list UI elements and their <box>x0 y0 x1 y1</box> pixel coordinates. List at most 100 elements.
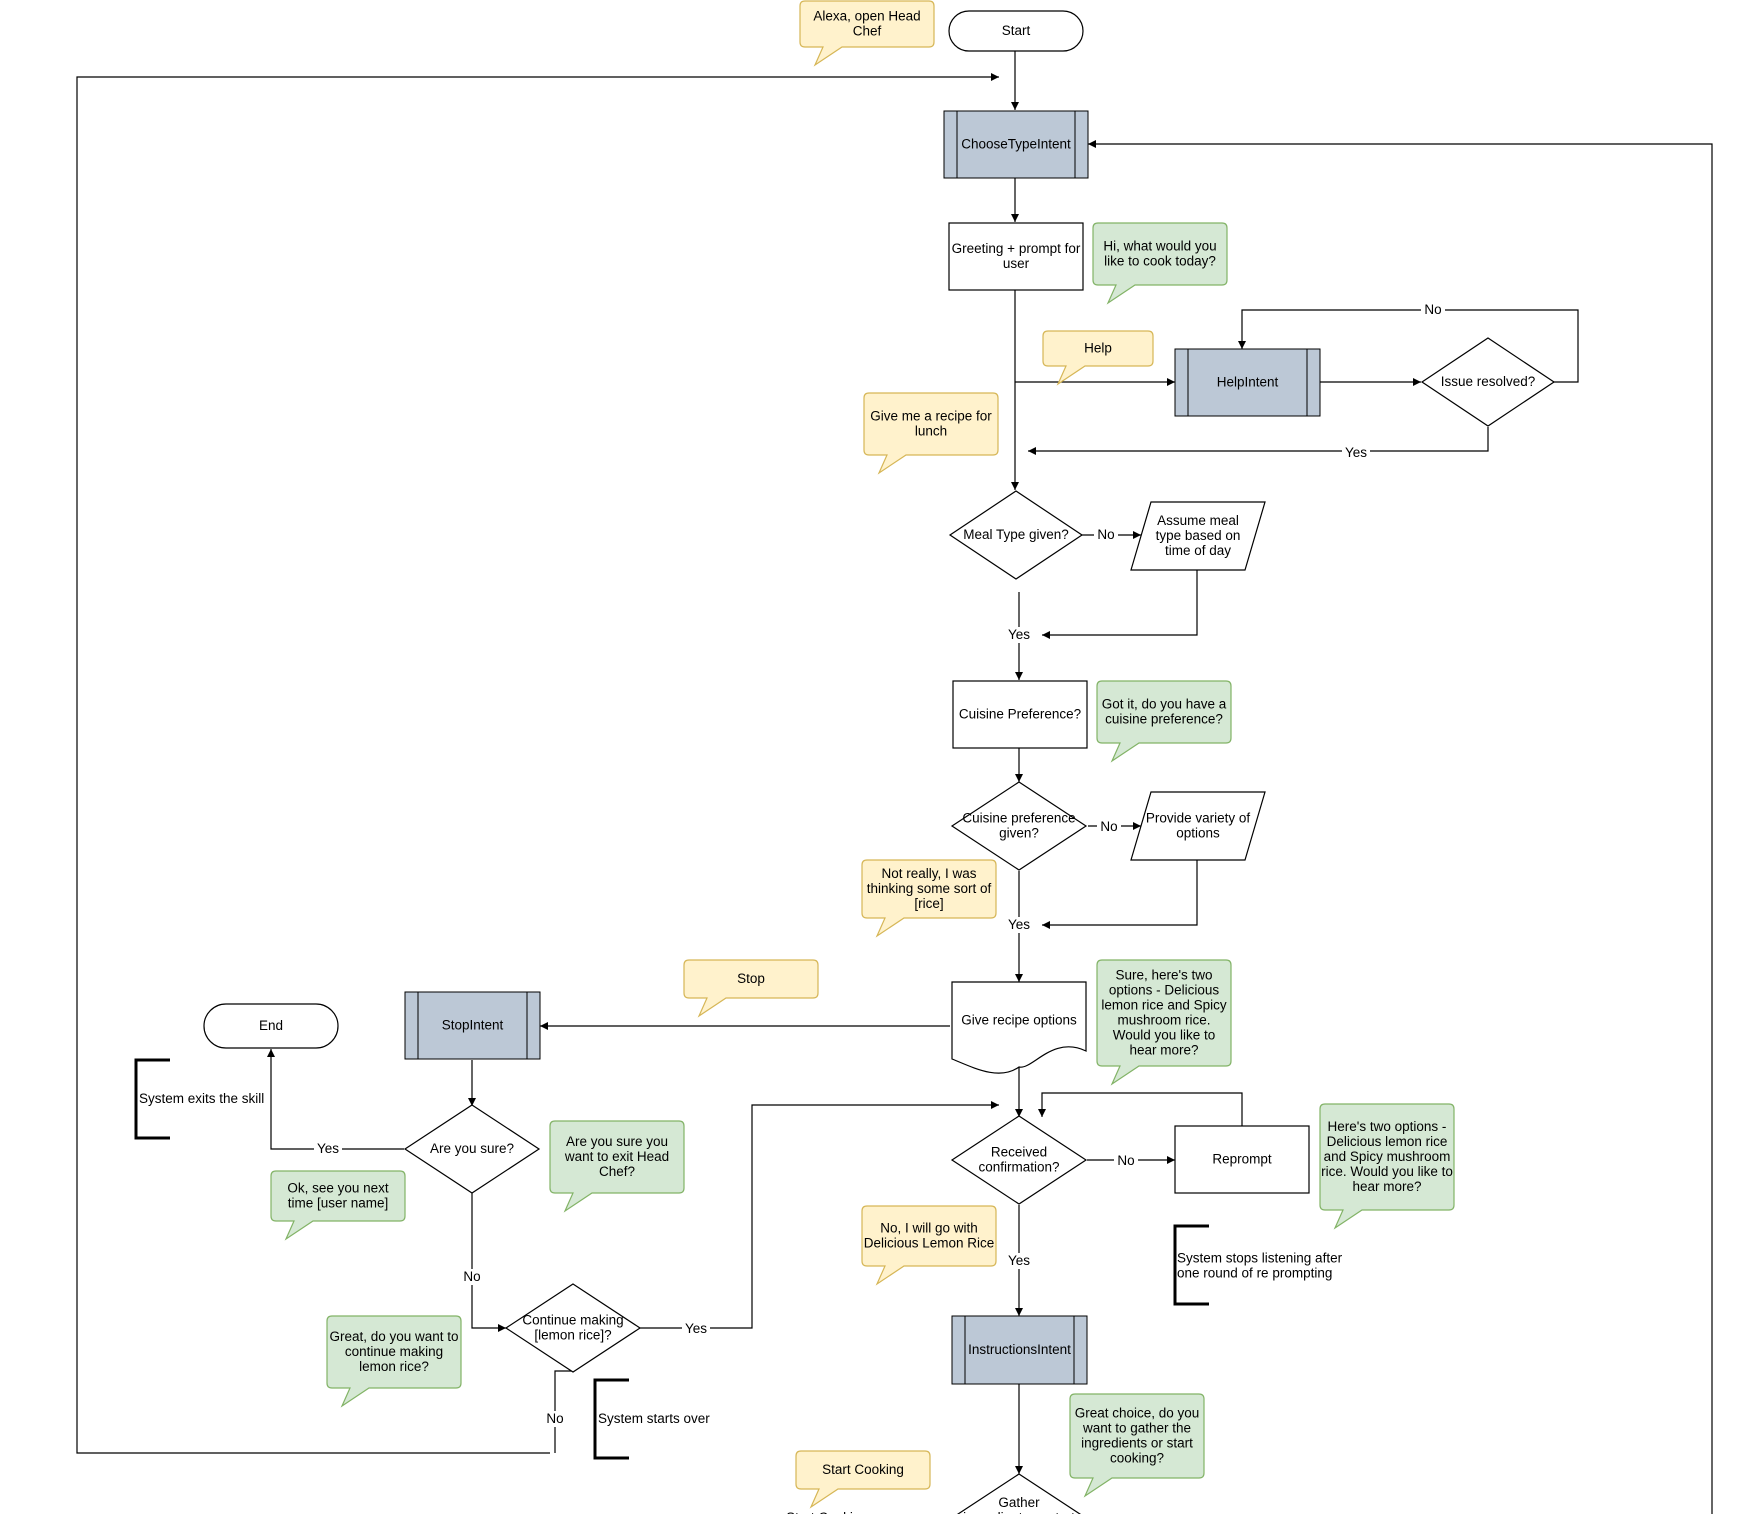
label-confirm-yes-text: Yes <box>1008 1253 1030 1268</box>
continue-making-decision: Continue making[lemon rice]? <box>504 1283 642 1373</box>
give-recipe-options-label: Give recipe options <box>961 1012 1077 1027</box>
bubble-reprompt-options-text: Here's two options -Delicious lemon rice… <box>1321 1119 1453 1194</box>
bubble-start-cooking: Start Cooking <box>795 1450 931 1509</box>
annotation-starts-over: System starts over <box>593 1378 710 1460</box>
give-recipe-options: Give recipe options <box>951 981 1087 1074</box>
label-gather-start-cooking: Start Cooking <box>786 1510 868 1514</box>
bubble-help: Help <box>1042 330 1154 386</box>
end-node: End <box>203 1003 339 1049</box>
edge-reprompt-back <box>1038 1092 1243 1126</box>
label-meal-no: No <box>1094 527 1118 543</box>
label-resolved-no: No <box>1421 302 1445 318</box>
instructions-intent: InstructionsIntent <box>951 1315 1088 1385</box>
label-cuisine-no: No <box>1097 819 1121 835</box>
are-you-sure-decision-label: Are you sure? <box>430 1141 514 1156</box>
edge-sure-yes <box>267 1049 404 1150</box>
bubble-reprompt-options: Here's two options -Delicious lemon rice… <box>1319 1103 1455 1230</box>
bubble-stop-text: Stop <box>737 971 765 986</box>
label-resolved-yes: Yes <box>1342 445 1370 461</box>
cuisine-preference-box-label: Cuisine Preference? <box>959 706 1081 721</box>
help-intent-label: HelpIntent <box>1217 374 1279 389</box>
issue-resolved-decision: Issue resolved? <box>1420 337 1556 427</box>
choose-type-intent: ChooseTypeIntent <box>943 110 1089 179</box>
label-gather-start-cooking-text: Start Cooking <box>786 1510 868 1514</box>
edge-resolved-yes <box>1028 427 1489 455</box>
label-continue-yes: Yes <box>682 1321 710 1337</box>
stop-intent: StopIntent <box>404 991 541 1060</box>
label-sure-no: No <box>460 1269 484 1285</box>
label-sure-yes: Yes <box>314 1141 342 1157</box>
label-meal-yes-text: Yes <box>1008 627 1030 642</box>
edge-return-right-loop <box>1088 140 1713 1514</box>
edge-return-left-loop <box>76 73 999 1454</box>
label-cuisine-yes-text: Yes <box>1008 917 1030 932</box>
bubble-start-cooking-text: Start Cooking <box>822 1462 904 1477</box>
help-intent: HelpIntent <box>1174 348 1321 417</box>
cuisine-preference-box: Cuisine Preference? <box>952 680 1088 749</box>
end-node-label: End <box>259 1018 283 1033</box>
label-confirm-no: No <box>1114 1153 1138 1169</box>
reprompt-box-label: Reprompt <box>1212 1151 1272 1166</box>
edges <box>76 51 1713 1514</box>
label-continue-yes-text: Yes <box>685 1321 707 1336</box>
label-cuisine-yes: Yes <box>1005 917 1033 933</box>
edge-sure-no <box>471 1193 506 1332</box>
reprompt-box: Reprompt <box>1174 1125 1310 1194</box>
label-cuisine-no-text: No <box>1100 819 1117 834</box>
label-continue-no-text: No <box>546 1411 563 1426</box>
stop-intent-label: StopIntent <box>442 1017 504 1032</box>
label-confirm-no-text: No <box>1117 1153 1134 1168</box>
start-node-label: Start <box>1002 23 1031 38</box>
annotation-starts-over-text: System starts over <box>598 1411 710 1426</box>
edge-resolved-no <box>1238 309 1579 383</box>
edge-labels: NoYesNoYesNoYesYesNoYesNoNoYesStart Cook… <box>314 302 1445 1514</box>
label-resolved-yes-text: Yes <box>1345 445 1367 460</box>
label-confirm-yes: Yes <box>1005 1253 1033 1269</box>
continue-making-decision-label: Continue making[lemon rice]? <box>522 1312 623 1342</box>
label-meal-yes: Yes <box>1005 627 1033 643</box>
choose-type-intent-label: ChooseTypeIntent <box>961 136 1071 151</box>
edge-variety-back <box>1042 860 1198 929</box>
issue-resolved-decision-label: Issue resolved? <box>1441 374 1536 389</box>
label-continue-no: No <box>543 1411 567 1427</box>
label-sure-no-text: No <box>463 1269 480 1284</box>
instructions-intent-label: InstructionsIntent <box>968 1342 1071 1357</box>
annotation-system-exits: System exits the skill <box>134 1058 264 1140</box>
bubble-stop: Stop <box>683 959 819 1018</box>
annotation-system-exits-text: System exits the skill <box>139 1091 264 1106</box>
bubble-help-text: Help <box>1084 340 1112 355</box>
